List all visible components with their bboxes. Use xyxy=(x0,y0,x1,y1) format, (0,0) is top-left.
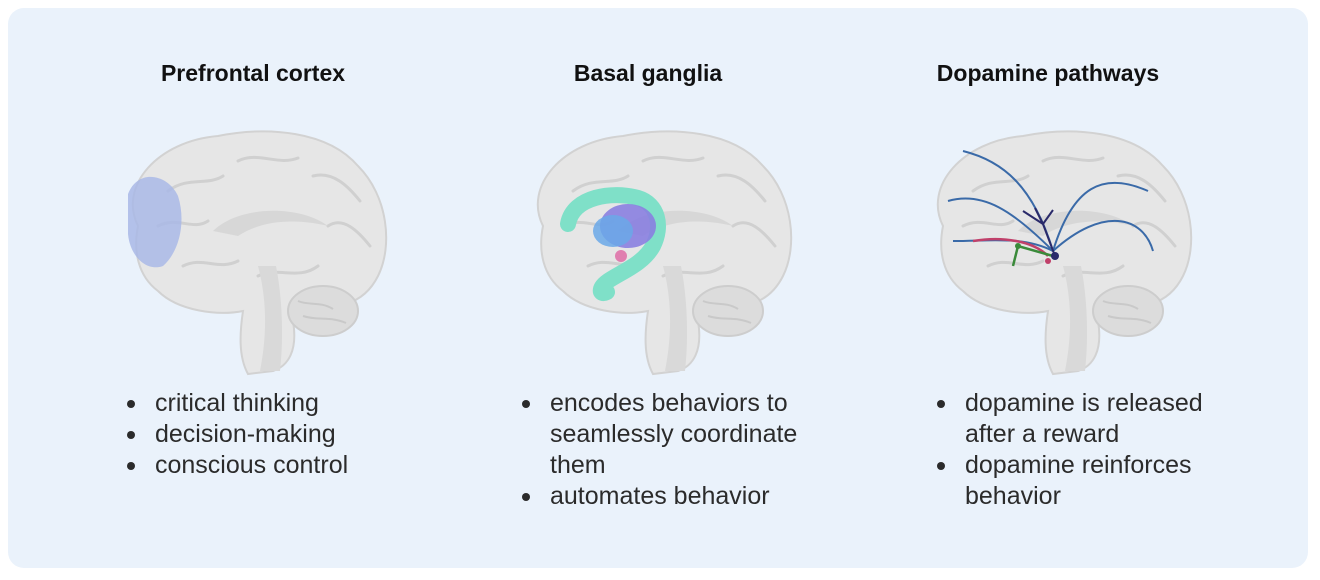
column-prefrontal-cortex: Prefrontal cortex critical thinking deci… xyxy=(43,8,463,568)
bullet-list: critical thinking decision-making consci… xyxy=(123,388,348,481)
subthalamic-nucleus xyxy=(615,250,627,262)
figure-panel: Prefrontal cortex critical thinking deci… xyxy=(8,8,1308,568)
caudate-nucleus xyxy=(560,187,666,301)
bullet-item: automates behavior xyxy=(518,481,818,512)
column-dopamine-pathways: Dopamine pathways dopamine is released a… xyxy=(838,8,1258,568)
column-title: Dopamine pathways xyxy=(936,60,1160,86)
bullet-item: encodes behaviors to seamlessly coordina… xyxy=(518,388,818,481)
prefrontal-highlight xyxy=(128,176,182,268)
tuberoinfundibular-pathway xyxy=(1022,207,1056,257)
bullet-item: dopamine reinforces behavior xyxy=(933,450,1243,512)
globus-pallidus xyxy=(593,215,633,247)
vta-node xyxy=(1051,252,1059,260)
substantia-nigra-node xyxy=(1015,243,1021,249)
bullet-list: encodes behaviors to seamlessly coordina… xyxy=(518,388,818,512)
brain-prefrontal-illustration xyxy=(128,129,388,376)
bullet-item: conscious control xyxy=(123,450,348,481)
bullet-item: critical thinking xyxy=(123,388,348,419)
bullet-list: dopamine is released after a reward dopa… xyxy=(933,388,1243,512)
column-basal-ganglia: Basal ganglia encodes behaviors to seaml… xyxy=(438,8,858,568)
column-title: Basal ganglia xyxy=(573,60,723,86)
column-title: Prefrontal cortex xyxy=(160,60,346,86)
nucleus-node xyxy=(1045,258,1051,264)
bullet-item: decision-making xyxy=(123,419,348,450)
bullet-item: dopamine is released after a reward xyxy=(933,388,1243,450)
mesolimbic-pathway xyxy=(972,237,1049,257)
brain-basal-ganglia-illustration xyxy=(536,129,793,376)
brain-dopamine-illustration xyxy=(936,129,1193,376)
